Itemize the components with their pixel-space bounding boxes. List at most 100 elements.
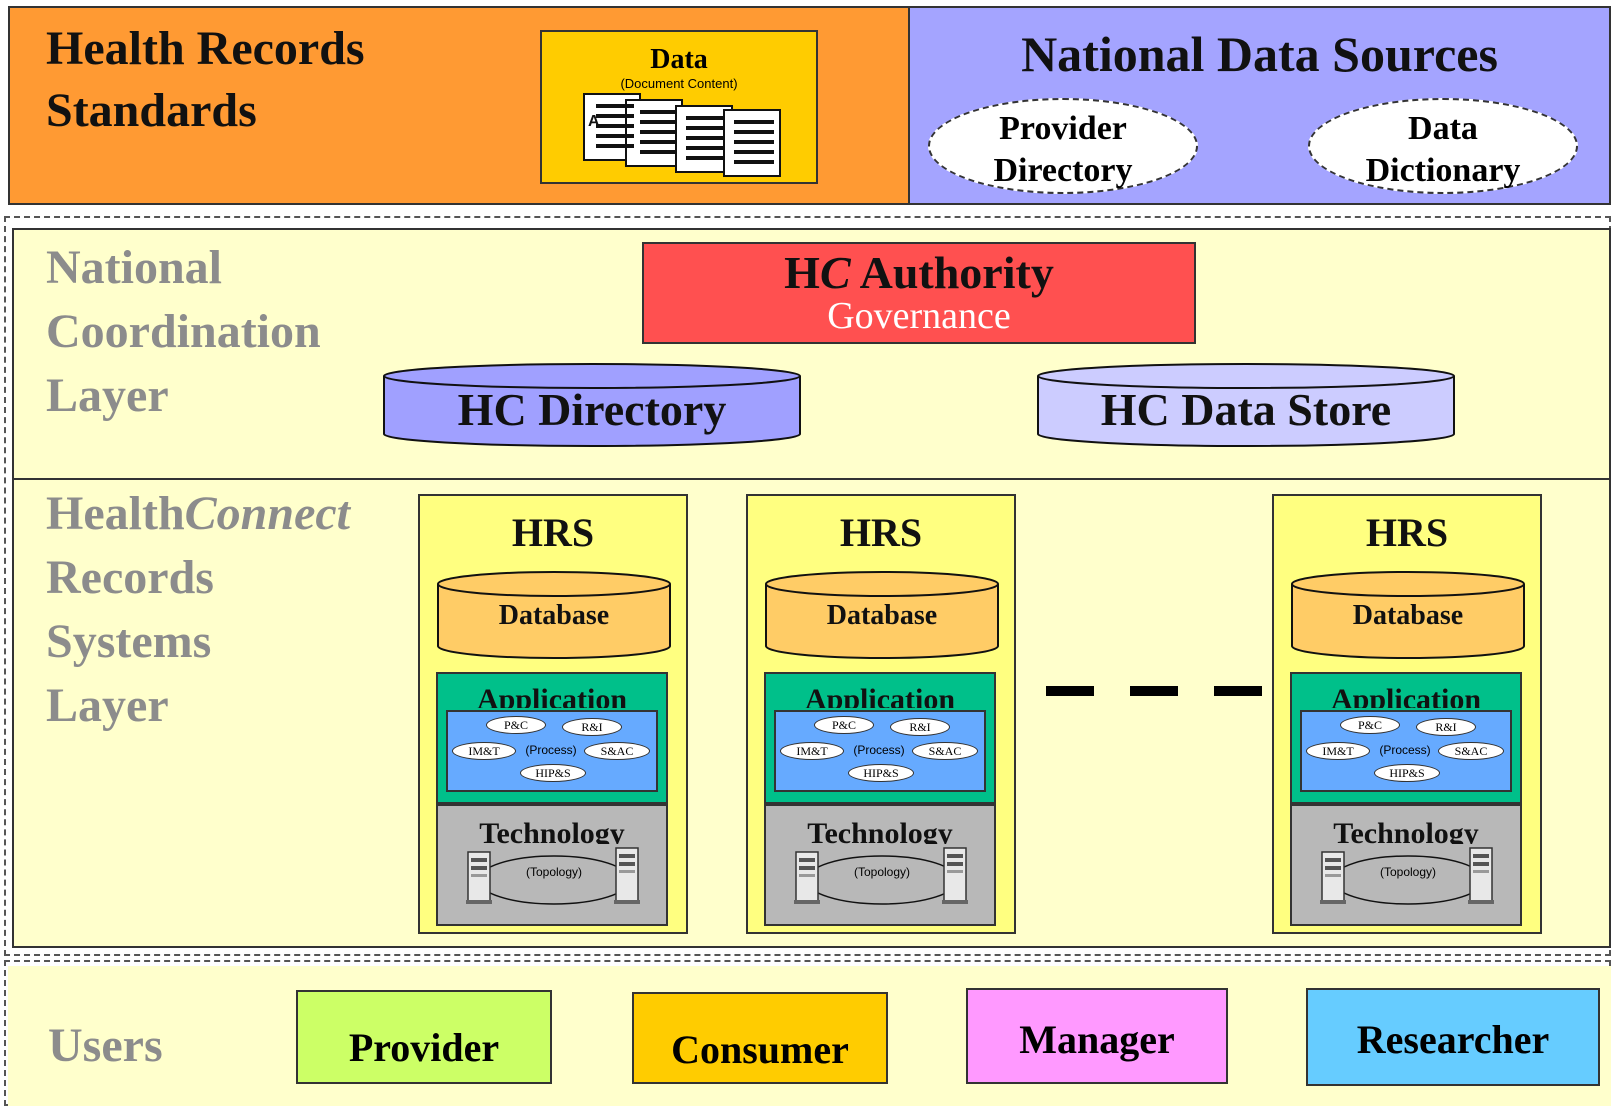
database-cylinder: [1291, 571, 1525, 659]
hc-authority-suffix: Authority: [850, 247, 1054, 298]
records-label-prefix: Health: [46, 487, 185, 540]
application-box: Application P&C R&I IM&T (Process) S&AC …: [1290, 672, 1522, 804]
imt-oval: IM&T: [452, 742, 516, 760]
provider-directory-line1: Provider: [999, 110, 1127, 147]
national-data-sources-box: National Data Sources Provider Directory…: [908, 6, 1611, 205]
records-layer-label: HealthConnect Records Systems Layer: [46, 482, 350, 738]
manager-user-box: Manager: [966, 988, 1228, 1084]
imt-oval: IM&T: [1306, 742, 1370, 760]
sac-oval: S&AC: [1438, 742, 1504, 760]
topology-network-icon: [1320, 847, 1494, 905]
ri-oval: R&I: [562, 718, 622, 736]
national-data-sources-title: National Data Sources: [1021, 26, 1498, 82]
hrs-column-2: HRS Database Application P&C R&I IM&T (P…: [746, 494, 1016, 934]
standards-title: Health Records Standards: [46, 18, 365, 142]
hc-authority-italic: C: [819, 247, 851, 298]
coordination-label-line1: National: [46, 241, 223, 294]
hc-authority-title: HC Authority: [644, 248, 1194, 298]
topology-label: (Topology): [853, 865, 911, 879]
server-icon: [466, 851, 492, 904]
topology-label: (Topology): [525, 865, 583, 879]
document-letter: A: [588, 113, 600, 130]
data-dictionary-line1: Data: [1408, 110, 1478, 147]
hrs-title: HRS: [1365, 510, 1449, 555]
process-label: (Process): [1379, 743, 1431, 757]
database-label: Database: [1352, 600, 1464, 631]
hc-authority-governance: Governance: [827, 295, 1011, 337]
process-box: P&C R&I IM&T (Process) S&AC HIP&S: [1300, 710, 1512, 792]
sac-oval: S&AC: [912, 742, 978, 760]
coordination-label-line3: Layer: [46, 369, 169, 422]
pc-oval: P&C: [1340, 716, 1400, 734]
application-box: Application P&C R&I IM&T (Process) S&AC …: [436, 672, 668, 804]
topology-network-icon: [794, 847, 968, 905]
process-label: (Process): [525, 743, 577, 757]
imt-oval: IM&T: [780, 742, 844, 760]
server-icon: [1320, 851, 1346, 904]
records-label-line2: Records: [46, 551, 214, 604]
coordination-label-line2: Coordination: [46, 305, 321, 358]
technology-box: Technology (Topology): [1290, 804, 1522, 926]
users-layer: Users Provider Consumer Manager Research…: [8, 966, 1611, 1106]
standards-title-line2: Standards: [46, 84, 257, 137]
technology-label: Technology: [479, 818, 625, 844]
records-label-line3: Systems: [46, 615, 212, 668]
continuation-dash: [1046, 686, 1094, 696]
process-box: P&C R&I IM&T (Process) S&AC HIP&S: [774, 710, 986, 792]
technology-box: Technology (Topology): [436, 804, 668, 926]
technology-box: Technology (Topology): [764, 804, 996, 926]
hc-data-store-cylinder: [1037, 363, 1455, 447]
hc-directory-label: HC Directory: [457, 384, 727, 435]
database-label: Database: [826, 600, 938, 631]
provider-directory-source: Provider Directory: [928, 98, 1198, 194]
server-icon: [794, 851, 820, 904]
hrs-column-3: HRS Database Application P&C R&I IM&T (P…: [1272, 494, 1542, 934]
server-icon: [1468, 847, 1494, 904]
hips-oval: HIP&S: [520, 764, 586, 782]
database-cylinder: [437, 571, 671, 659]
consumer-user-box: Consumer: [632, 992, 888, 1084]
application-label: Application: [804, 684, 956, 708]
document-stack-icon: A: [583, 93, 781, 177]
data-document-content-box: Data (Document Content) A: [540, 30, 818, 184]
pc-oval: P&C: [814, 716, 874, 734]
application-label: Application: [1330, 684, 1482, 708]
hc-authority-box: HC Authority Governance: [642, 242, 1196, 344]
hips-oval: HIP&S: [1374, 764, 1440, 782]
ri-oval: R&I: [890, 718, 950, 736]
hrs-title: HRS: [511, 510, 595, 555]
process-box: P&C R&I IM&T (Process) S&AC HIP&S: [446, 710, 658, 792]
coordination-layer-label: National Coordination Layer: [46, 236, 321, 428]
data-label: Data: [650, 44, 708, 75]
continuation-dash: [1214, 686, 1262, 696]
database-label: Database: [498, 600, 610, 631]
database-cylinder: [765, 571, 999, 659]
ri-oval: R&I: [1416, 718, 1476, 736]
hc-directory-cylinder: [383, 363, 801, 447]
data-sub-label: (Document Content): [620, 76, 738, 91]
records-label-line1: HealthConnect: [46, 482, 350, 546]
continuation-dash: [1130, 686, 1178, 696]
data-dictionary-label: Data Dictionary: [1310, 108, 1576, 192]
hc-data-store-label: HC Data Store: [1100, 384, 1392, 435]
users-label: Users: [48, 1019, 163, 1072]
technology-label: Technology: [1333, 818, 1479, 844]
provider-directory-line2: Directory: [993, 152, 1133, 189]
sac-oval: S&AC: [584, 742, 650, 760]
data-dictionary-source: Data Dictionary: [1308, 98, 1578, 194]
standards-title-line1: Health Records: [46, 22, 365, 75]
hips-oval: HIP&S: [848, 764, 914, 782]
topology-network-icon: [466, 847, 640, 905]
researcher-user-box: Researcher: [1306, 988, 1600, 1086]
provider-user-box: Provider: [296, 990, 552, 1084]
server-icon: [614, 847, 640, 904]
hrs-title: HRS: [839, 510, 923, 555]
national-coordination-layer: National Coordination Layer HC Authority…: [12, 228, 1611, 480]
application-label: Application: [476, 684, 628, 708]
provider-directory-label: Provider Directory: [930, 108, 1196, 192]
hrs-column-1: HRS Database Application P&C R&I IM&T (P…: [418, 494, 688, 934]
hc-authority-prefix: H: [784, 247, 820, 298]
records-label-line4: Layer: [46, 679, 169, 732]
data-dictionary-line2: Dictionary: [1365, 152, 1521, 189]
topology-label: (Topology): [1379, 865, 1437, 879]
